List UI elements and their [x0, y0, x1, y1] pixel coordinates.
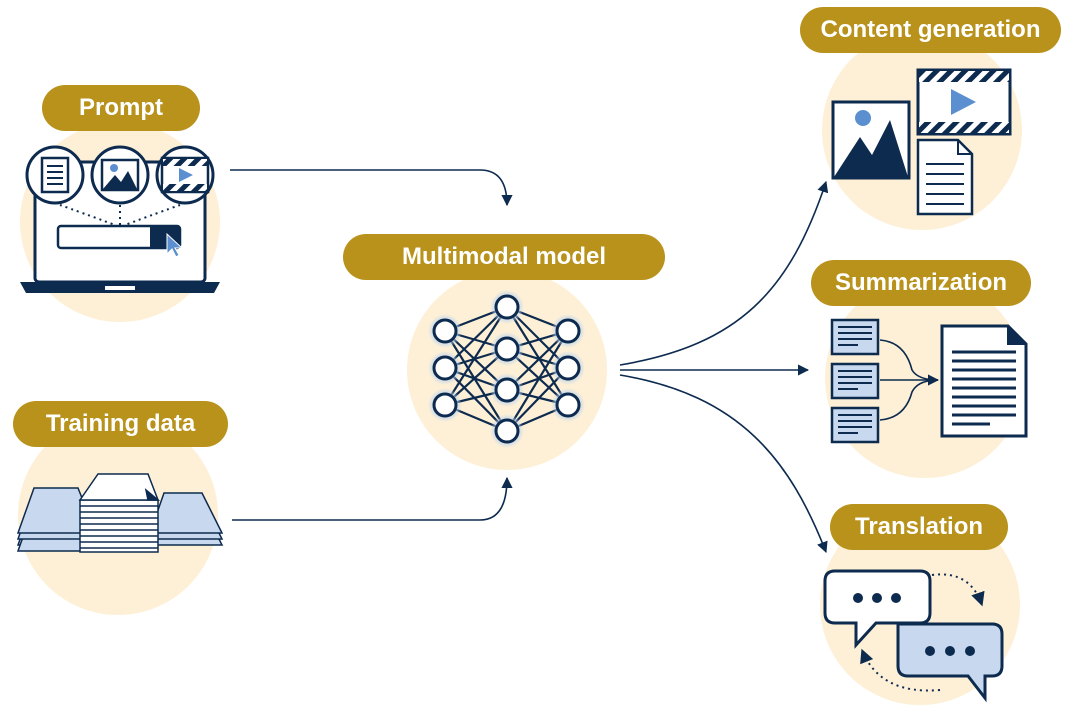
- prompt-to-model-arrow: [230, 169, 513, 207]
- network-node: [555, 392, 581, 418]
- network-node: [432, 392, 458, 418]
- translation-label: Translation: [830, 504, 1008, 550]
- multimodal-model-label: Multimodal model: [343, 234, 665, 280]
- network-node: [432, 355, 458, 381]
- model-to-content-arrow: [619, 180, 829, 366]
- network-node: [494, 336, 520, 362]
- network-edge: [506, 330, 569, 432]
- network-edge: [444, 306, 508, 406]
- document-stacks-icon: [16, 473, 224, 553]
- network-node: [494, 294, 520, 320]
- network-node: [555, 355, 581, 381]
- content-generation-label: Content generation: [800, 7, 1061, 53]
- prompt-label: Prompt: [42, 85, 200, 131]
- model-to-translation-arrow: [619, 374, 828, 554]
- training-to-model-arrow: [232, 476, 513, 521]
- network-edge: [506, 306, 569, 406]
- network-node: [494, 377, 520, 403]
- source-document: [830, 406, 880, 444]
- laptop-with-media-icon: [20, 145, 220, 293]
- network-node: [432, 318, 458, 344]
- source-document: [830, 318, 880, 356]
- neural-network-icon: [428, 290, 585, 448]
- network-edge: [444, 330, 508, 432]
- summarization-label: Summarization: [811, 260, 1031, 306]
- connectors: [230, 169, 829, 554]
- training-data-label: Training data: [13, 401, 228, 447]
- image-video-document-icon: [831, 68, 1012, 216]
- documents-to-summary-icon: [830, 318, 1028, 444]
- network-node: [494, 418, 520, 444]
- chat-bubbles-icon: [823, 569, 1004, 703]
- network-node: [555, 318, 581, 344]
- source-document: [830, 362, 880, 400]
